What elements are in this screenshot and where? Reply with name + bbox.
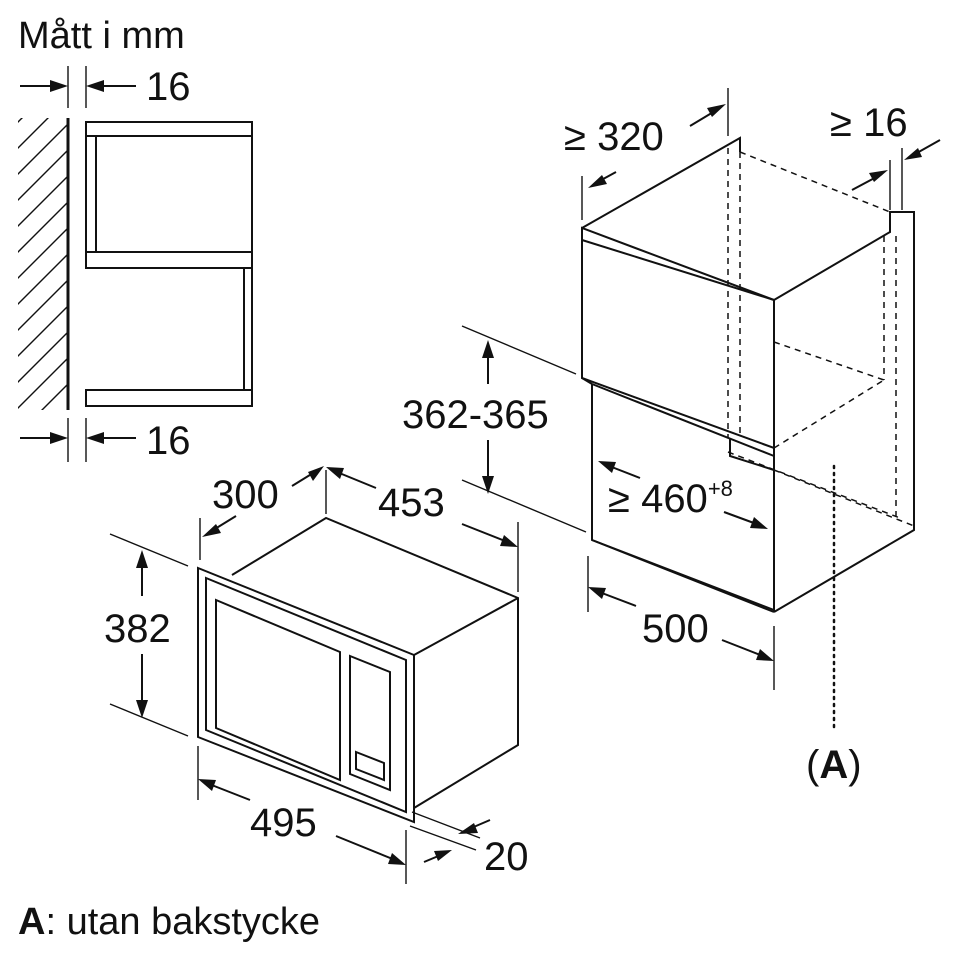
appliance-depth-label: 300 (212, 473, 279, 517)
bottom-gap-label: 16 (146, 419, 191, 463)
footnote-text: : utan bakstycke (45, 901, 320, 943)
appliance-control-panel (349, 654, 391, 792)
niche-height-label: 362-365 (402, 393, 549, 437)
lower-cabinet (85, 267, 253, 407)
side-view: 16 16 (18, 65, 253, 463)
appliance-depth-dimension (199, 466, 327, 560)
niche-min-width-dimension (598, 461, 768, 529)
microwave-appliance: 300 453 382 495 (104, 466, 529, 884)
appliance-front-width-label: 495 (250, 801, 317, 845)
upper-cabinet (85, 121, 253, 269)
bottom-gap-dimension (20, 418, 136, 462)
appliance-front-width-dimension (197, 746, 407, 884)
niche-top-depth-dimension (581, 88, 729, 220)
footnote-key: A (18, 901, 45, 943)
niche-depth-dimension (587, 556, 775, 690)
installation-niche: ≥ 320 ≥ 16 362-365 ≥ 460+8 (402, 88, 941, 787)
appliance-frame-depth-dimension (409, 811, 491, 863)
niche-width-tolerance: +8 (708, 476, 733, 501)
appliance-frame-depth-label: 20 (484, 835, 529, 879)
appliance-top-width-dimension (326, 467, 519, 592)
niche-min-width-label: ≥ 460+8 (608, 476, 733, 521)
units-title: Mått i mm (18, 15, 185, 57)
appliance-height-label: 382 (104, 607, 171, 651)
niche-upper-block (581, 136, 741, 229)
niche-top-depth-label: ≥ 320 (564, 115, 664, 159)
niche-side-gap-label: ≥ 16 (830, 101, 908, 145)
footnote: A: utan bakstycke (18, 901, 320, 943)
niche-side-gap-dimension (851, 139, 941, 210)
niche-depth-label: 500 (642, 607, 709, 651)
appliance-height-dimension (109, 533, 189, 737)
appliance-top-width-label: 453 (378, 481, 445, 525)
niche-hidden-lines (727, 148, 915, 527)
top-gap-dimension (20, 66, 136, 108)
top-gap-label: 16 (146, 65, 191, 109)
niche-height-dimension (461, 325, 587, 533)
appliance-front-frame (197, 566, 415, 824)
without-back-panel-marker: (A) (806, 743, 862, 787)
appliance-door-window (215, 598, 341, 782)
appliance-body (231, 516, 519, 809)
appliance-display (355, 750, 385, 782)
